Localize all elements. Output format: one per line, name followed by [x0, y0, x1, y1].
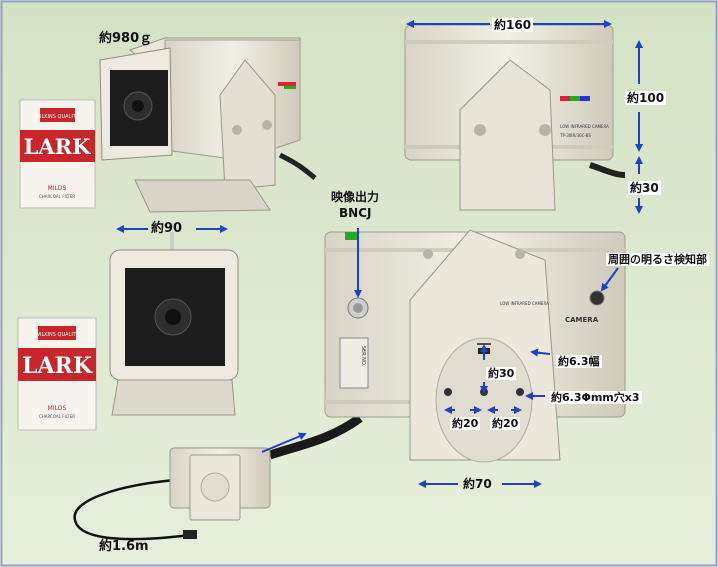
camera-front [109, 232, 239, 416]
svg-text:CHARCOAL FILTER: CHARCOAL FILTER [39, 414, 75, 419]
height-label: 約100 [625, 91, 667, 105]
lark-pack-1: WILKINS QUALITY LARK MILDS CHARCOAL FILT… [19, 99, 96, 209]
holes-label: 約6.3Φmm穴x3 [549, 391, 642, 404]
bracket-width-label: 約70 [463, 477, 492, 491]
hole-vertical-label: 約30 [486, 367, 517, 380]
svg-text:CAMERA: CAMERA [565, 316, 599, 324]
arrow-slot-width [530, 348, 551, 357]
camera-side: LOW INFRARED CAMERA TP-30IR/30C-BS [404, 24, 626, 211]
video-out-label: 映像出力 [331, 190, 380, 204]
svg-text:LARK: LARK [24, 134, 92, 159]
svg-text:SER NO.: SER NO. [360, 346, 366, 367]
svg-text:MILDS: MILDS [48, 185, 67, 192]
video-connector-label: BNCJ [339, 206, 372, 220]
svg-text:CHARCOAL FILTER: CHARCOAL FILTER [39, 194, 75, 199]
arrow-zoom [261, 432, 307, 453]
light-sensor-label: 周囲の明るさ検知部 [606, 253, 709, 266]
svg-text:WILKINS QUALITY: WILKINS QUALITY [35, 114, 80, 120]
camera-angled [99, 37, 317, 213]
dimension-arrows [116, 20, 643, 488]
slot-width-label: 約6.3幅 [556, 355, 602, 368]
hole-gap-right-label: 約20 [490, 417, 521, 430]
lark-pack-2: WILKINS QUALITY LARK MILDS CHARCOAL FILT… [17, 317, 97, 431]
svg-text:LOW INFRARED CAMERA: LOW INFRARED CAMERA [500, 301, 549, 306]
svg-text:LOW INFRARED CAMERA: LOW INFRARED CAMERA [560, 124, 609, 129]
svg-text:LARK: LARK [22, 353, 93, 379]
svg-text:WILKINS QUALITY: WILKINS QUALITY [35, 332, 80, 338]
svg-text:MILDS: MILDS [48, 405, 67, 412]
hole-gap-left-label: 約20 [450, 417, 481, 430]
weight-label: 約980ｇ [99, 31, 153, 46]
length-label: 約160 [492, 18, 534, 32]
arrow-light-sensor [600, 267, 619, 292]
depth-label: 約30 [628, 181, 661, 195]
cable-length-label: 約1.6m [99, 539, 149, 554]
camera-small-cable [73, 447, 271, 541]
svg-text:TP-30IR/30C-BS: TP-30IR/30C-BS [559, 133, 591, 138]
width-label: 約90 [151, 221, 183, 236]
